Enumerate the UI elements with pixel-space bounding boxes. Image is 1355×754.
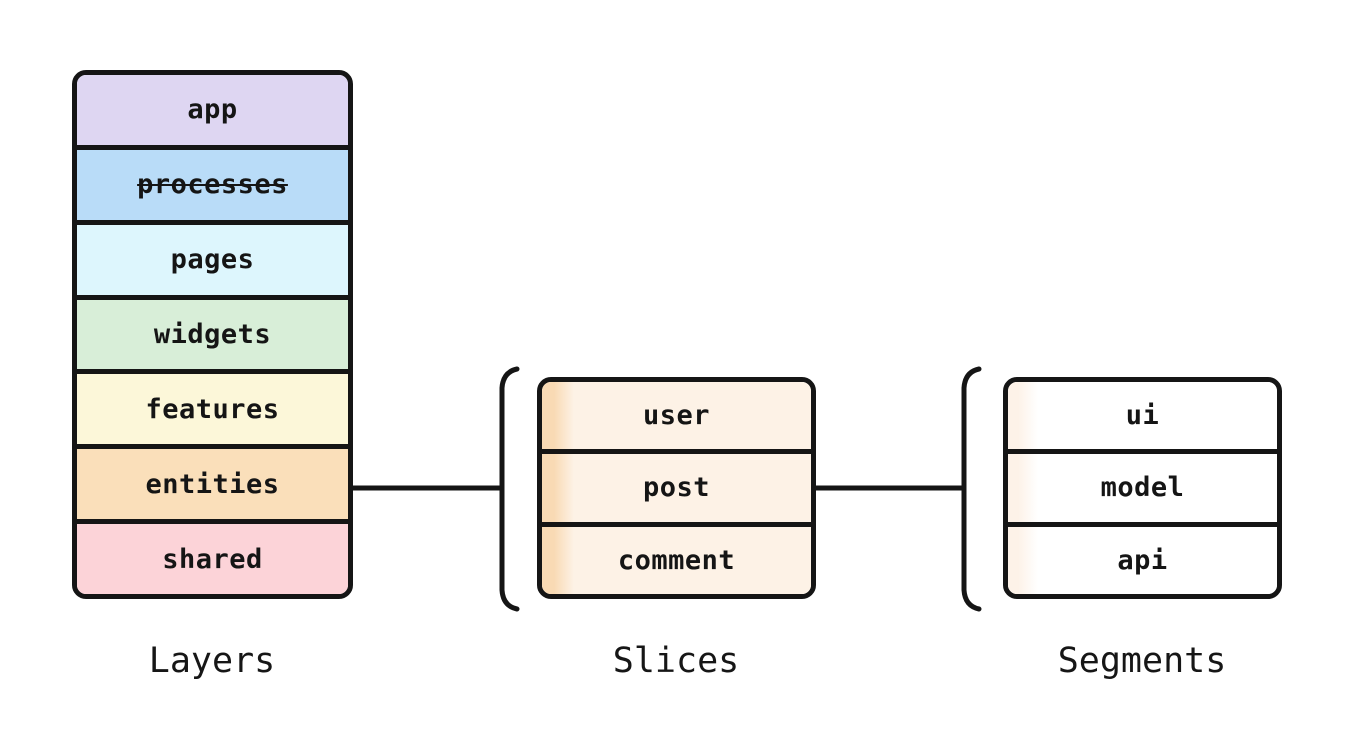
segment-row: ui [1008,382,1277,455]
layers-caption: Layers [148,641,276,681]
segments-caption: Segments [1057,641,1227,681]
slice-row: post [542,454,811,527]
slice-row: user [542,382,811,455]
layer-row: widgets [77,299,348,375]
slices-bracket [499,366,520,612]
layer-row: app [77,75,348,150]
layer-row: shared [77,524,348,594]
layer-row: entities [77,449,348,525]
layer-row: processes [77,149,348,225]
slices-caption: Slices [612,641,740,681]
layer-row: features [77,374,348,450]
segment-row: api [1008,526,1277,594]
segments-bracket [961,366,982,612]
segment-row: model [1008,454,1277,527]
slice-row: comment [542,526,811,594]
layer-row: pages [77,224,348,300]
